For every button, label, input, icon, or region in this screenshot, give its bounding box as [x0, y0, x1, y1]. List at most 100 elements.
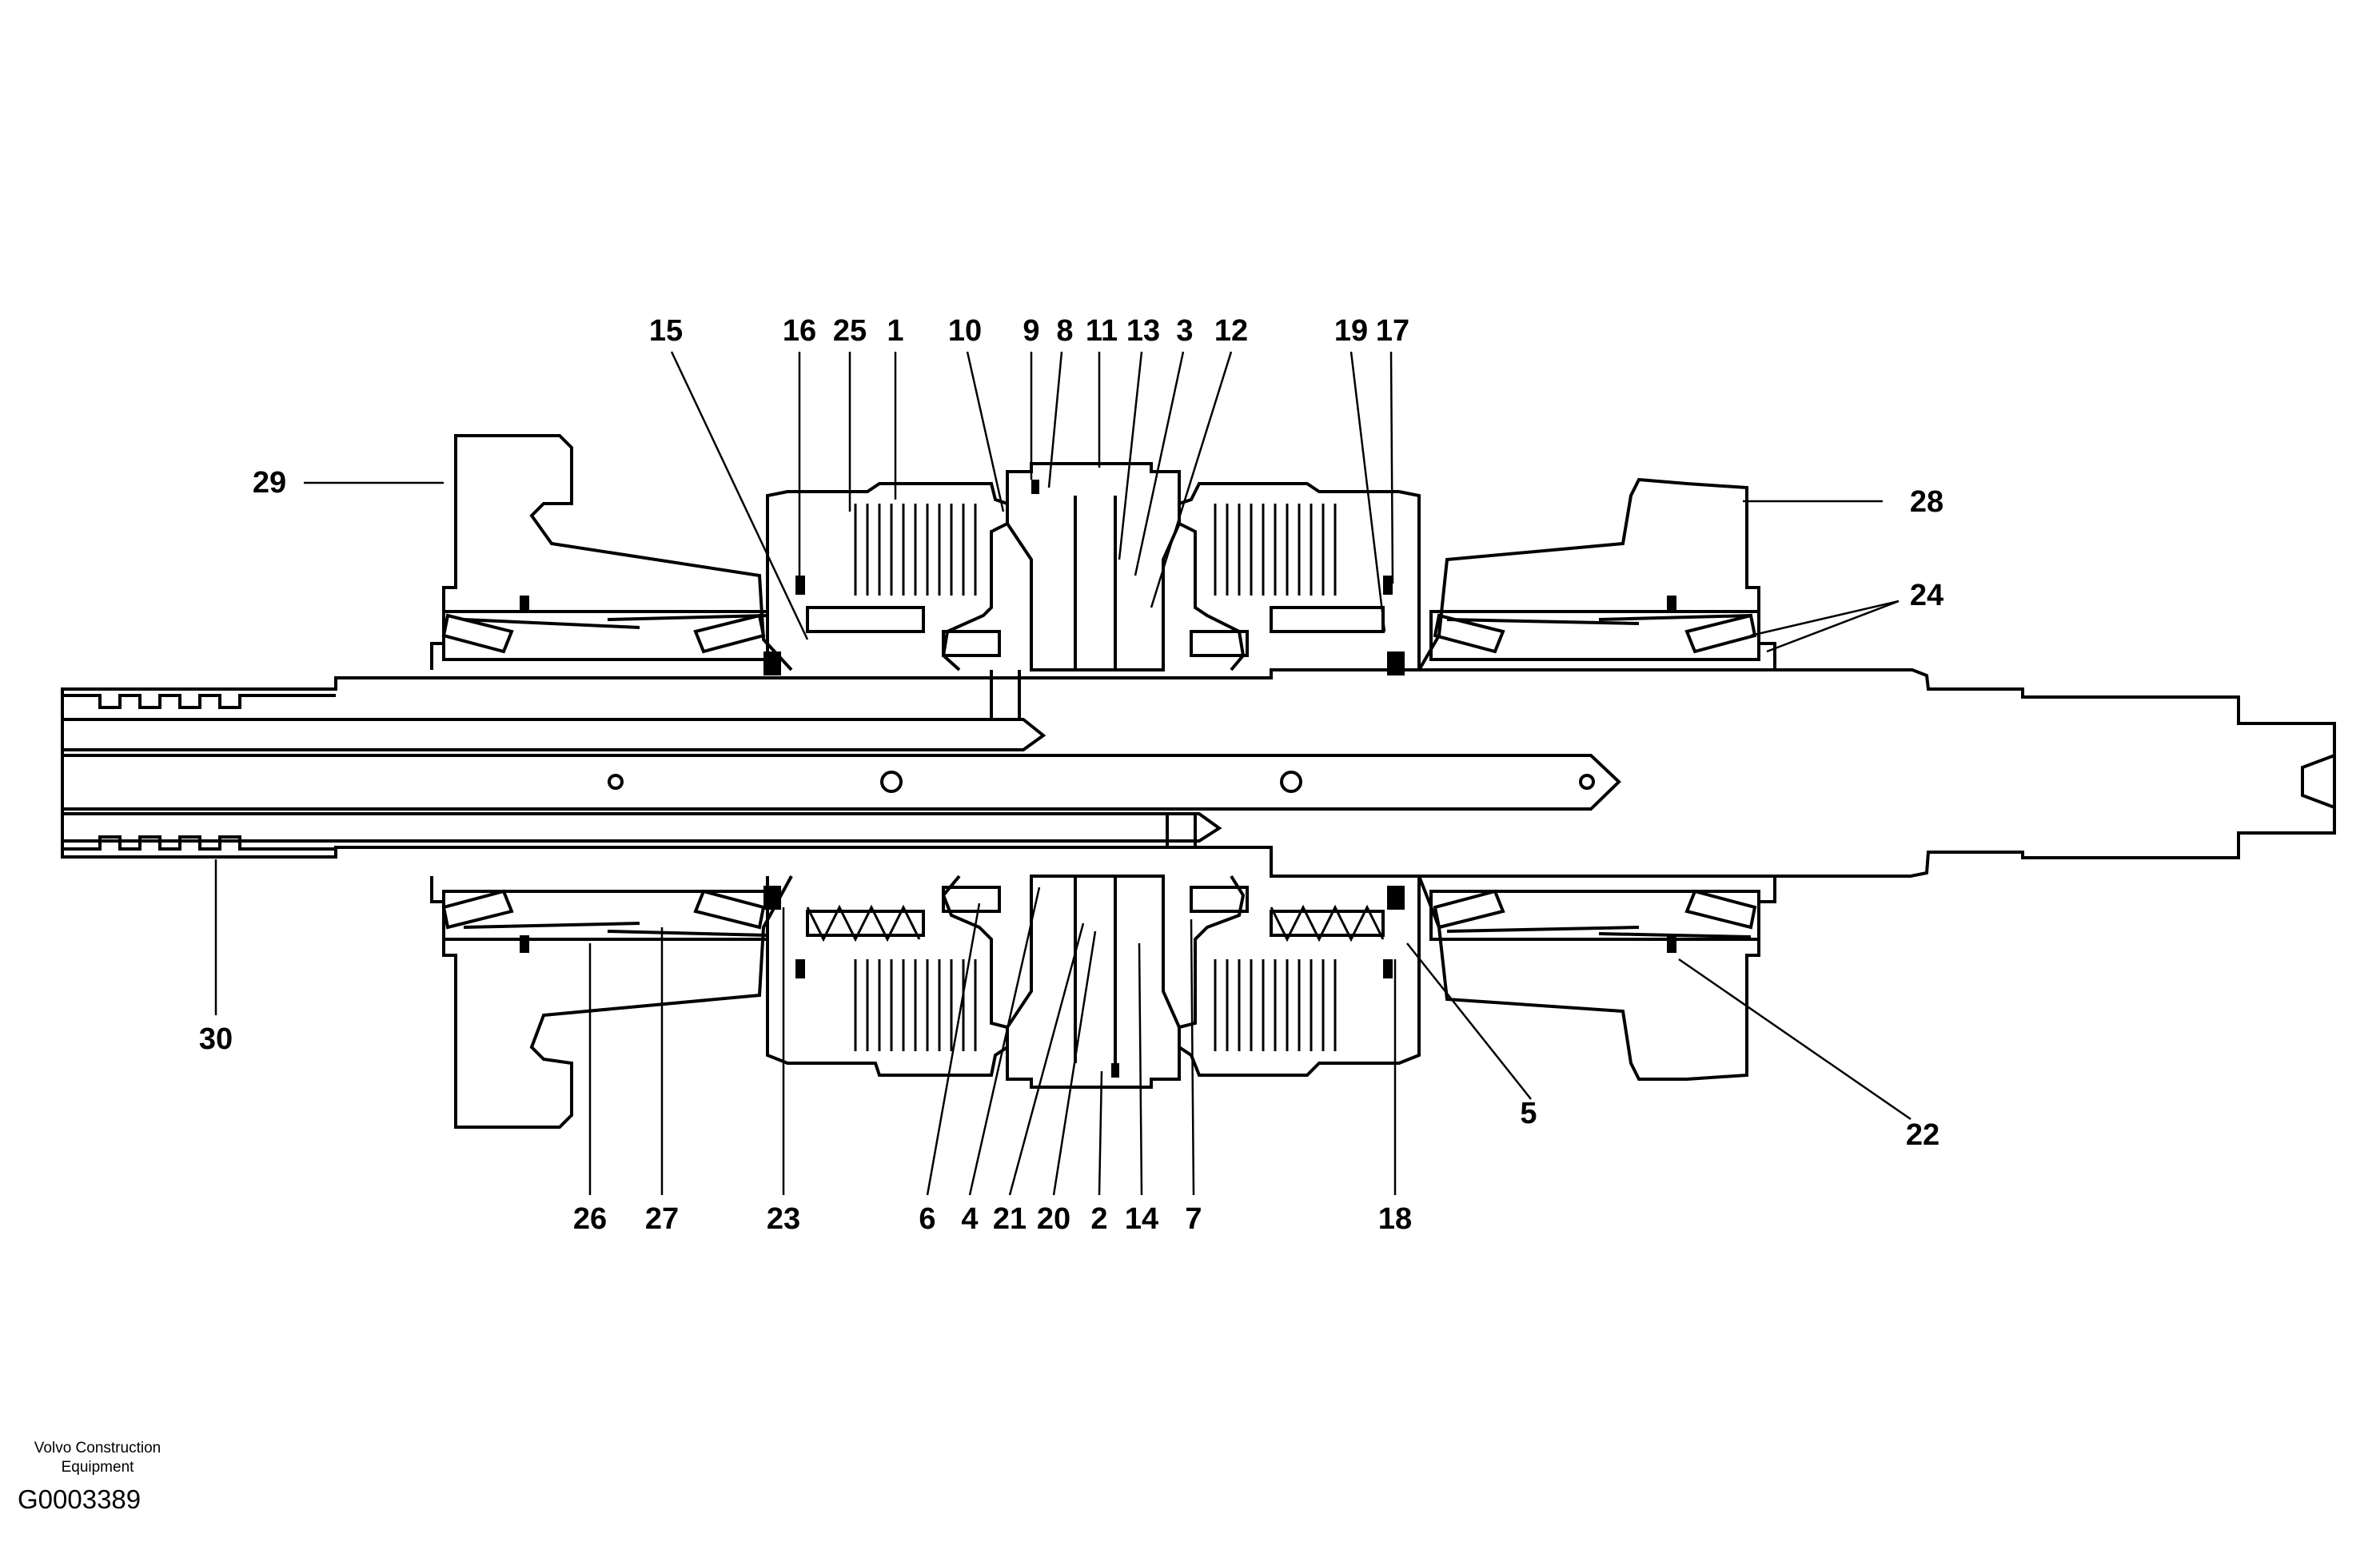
brand-line-2: Equipment: [61, 1459, 134, 1476]
leader-line-20: [1052, 930, 1097, 1196]
right-return-spring: [1270, 904, 1385, 942]
brand-line-1: Volvo Construction: [34, 1440, 161, 1456]
leader-line-13: [1118, 351, 1143, 560]
brand-caption: Volvo Construction Equipment: [18, 1439, 177, 1477]
figure-code: G0003389: [18, 1484, 142, 1514]
seal-ring: [1387, 886, 1405, 910]
callout-15: 15: [649, 314, 683, 348]
callout-30: 30: [199, 1022, 233, 1056]
clutch-discs: [806, 504, 1385, 1051]
callout-23: 23: [767, 1202, 800, 1236]
callout-6: 6: [919, 1202, 935, 1236]
oil-bore: [62, 754, 1621, 811]
callout-11: 11: [1086, 314, 1118, 348]
right-gear-lower: [1417, 875, 1776, 1081]
shaft-pin: [1166, 814, 1197, 847]
leader-line-10: [966, 351, 1005, 512]
leader-line-24b: [1766, 600, 1900, 653]
drawing-lines: [61, 434, 2336, 1129]
right-piston-upper: [1190, 606, 1385, 657]
seal-ring: [520, 596, 529, 613]
leader-line-6: [926, 903, 981, 1196]
leader-line-22: [1678, 958, 1912, 1121]
shaft-splines: [62, 694, 336, 851]
callout-20: 20: [1037, 1202, 1070, 1236]
leader-line-21: [1008, 922, 1085, 1196]
right-clutch-disc-pack-lower: [1214, 959, 1337, 1051]
callout-18: 18: [1378, 1202, 1412, 1236]
leader-line-5: [1406, 942, 1532, 1100]
leader-line-14: [1138, 942, 1143, 1196]
tapered-roller: [693, 889, 766, 930]
seal-ring: [795, 959, 805, 978]
leader-line-17: [1389, 351, 1394, 584]
tapered-roller: [1684, 613, 1757, 654]
hub-center-line: [1074, 496, 1117, 1063]
tapered-roller: [441, 613, 514, 654]
callout-27: 27: [645, 1202, 679, 1236]
callout-22: 22: [1906, 1118, 1939, 1152]
left-piston-lower: [806, 886, 1001, 937]
seal-ring: [763, 651, 781, 675]
callout-8: 8: [1056, 314, 1073, 348]
seal-ring: [520, 935, 529, 953]
callout-25: 25: [833, 314, 867, 348]
right-bearing-upper: [1429, 610, 1760, 661]
oil-hole: [1280, 771, 1302, 793]
callout-19: 19: [1334, 314, 1368, 348]
shaft-pin: [990, 670, 1021, 719]
callout-10: 10: [948, 314, 982, 348]
left-piston-upper: [806, 606, 1001, 657]
seal-ring: [1667, 935, 1676, 953]
seal-ring: [795, 576, 805, 595]
leader-line-12: [1150, 351, 1233, 608]
shaft-outline: [61, 668, 2336, 878]
right-gear-upper: [1417, 477, 1776, 671]
seal-ring: [1383, 576, 1393, 595]
right-piston-lower: [1190, 886, 1385, 937]
oil-hole: [608, 774, 624, 790]
leader-line-15: [670, 351, 809, 640]
callout-12: 12: [1214, 314, 1248, 348]
lower-oil-passage: [62, 812, 1222, 843]
seal-ring: [1111, 1063, 1119, 1078]
callout-1: 1: [887, 314, 903, 348]
left-clutch-disc-pack-lower: [854, 959, 977, 1051]
callout-5: 5: [1520, 1097, 1537, 1130]
callout-16: 16: [783, 314, 816, 348]
leader-line-3: [1134, 351, 1185, 576]
leader-line-19: [1349, 351, 1386, 632]
tapered-roller: [441, 889, 514, 930]
callout-17: 17: [1376, 314, 1409, 348]
tapered-roller: [1433, 889, 1505, 930]
callout-21: 21: [993, 1202, 1027, 1236]
callouts: 15 16 25 1 10 9 8 11 13 3 12 19 17 29 28…: [199, 314, 1943, 1236]
right-clutch-disc-pack-upper: [1214, 504, 1337, 596]
callout-29: 29: [253, 466, 286, 500]
seal-ring: [1383, 959, 1393, 978]
oil-hole: [880, 771, 903, 793]
leader-lines: [214, 351, 1912, 1196]
left-clutch-disc-pack-upper: [854, 504, 977, 596]
leader-line-2: [1098, 1070, 1103, 1196]
seal-ring: [1667, 596, 1676, 613]
leader-line-7: [1190, 918, 1195, 1196]
callout-3: 3: [1176, 314, 1193, 348]
central-hub-lower: [1006, 875, 1181, 1089]
tapered-roller: [693, 613, 766, 654]
left-gear-upper: [430, 434, 793, 671]
seal-ring: [763, 886, 781, 910]
oil-hole: [1579, 774, 1595, 790]
left-gear-lower: [430, 875, 793, 1129]
callout-7: 7: [1185, 1202, 1202, 1236]
leader-line-4: [968, 887, 1041, 1196]
callout-14: 14: [1125, 1202, 1158, 1236]
tapered-roller: [1433, 613, 1505, 654]
callout-24: 24: [1910, 579, 1943, 612]
callout-2: 2: [1090, 1202, 1107, 1236]
seal-ring: [1031, 480, 1039, 494]
callout-9: 9: [1023, 314, 1039, 348]
left-bearing-upper: [442, 610, 769, 661]
left-return-spring: [806, 904, 921, 942]
